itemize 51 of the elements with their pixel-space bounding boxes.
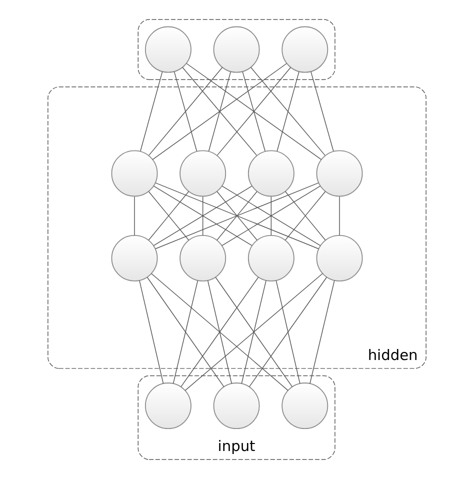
connector	[182, 67, 257, 156]
node-circle	[111, 150, 158, 197]
connector	[276, 280, 300, 384]
connector	[215, 276, 293, 388]
connector	[284, 191, 326, 240]
connector	[310, 71, 334, 152]
connector	[134, 196, 135, 236]
connector	[242, 71, 266, 152]
connector	[148, 191, 190, 240]
connector	[174, 71, 198, 152]
connector	[186, 63, 322, 160]
connector	[148, 67, 223, 156]
connector	[151, 273, 288, 391]
node-circle	[316, 150, 363, 197]
cluster: input	[138, 375, 336, 460]
connector	[155, 182, 319, 250]
node-circle	[180, 150, 226, 197]
node-circle	[144, 382, 192, 430]
connector	[207, 280, 232, 384]
connector	[146, 276, 224, 388]
connector	[140, 71, 163, 152]
node-circle	[213, 26, 260, 73]
node-circle	[282, 26, 328, 73]
connector	[216, 191, 258, 240]
cluster	[138, 19, 336, 80]
connector	[241, 280, 266, 384]
node-circle	[144, 26, 192, 73]
connector	[249, 276, 328, 388]
node-circle	[282, 382, 328, 430]
node-circle	[316, 234, 363, 282]
connector	[180, 276, 259, 388]
connector	[172, 280, 198, 384]
connector	[310, 280, 335, 384]
connector	[184, 273, 323, 391]
connector	[139, 280, 164, 384]
connector	[222, 186, 321, 246]
connector	[153, 186, 252, 246]
node-circle	[248, 234, 294, 282]
connector	[216, 67, 292, 156]
connector	[339, 196, 340, 236]
cluster: hidden	[48, 86, 426, 369]
connector	[152, 63, 288, 160]
node-circle	[248, 150, 294, 197]
connector	[202, 196, 204, 236]
node-circle	[180, 234, 226, 282]
node-circle	[213, 382, 260, 430]
connector	[250, 67, 326, 156]
node-circle	[111, 234, 158, 282]
connector	[208, 71, 232, 152]
connector	[276, 71, 300, 152]
connector	[270, 196, 272, 236]
